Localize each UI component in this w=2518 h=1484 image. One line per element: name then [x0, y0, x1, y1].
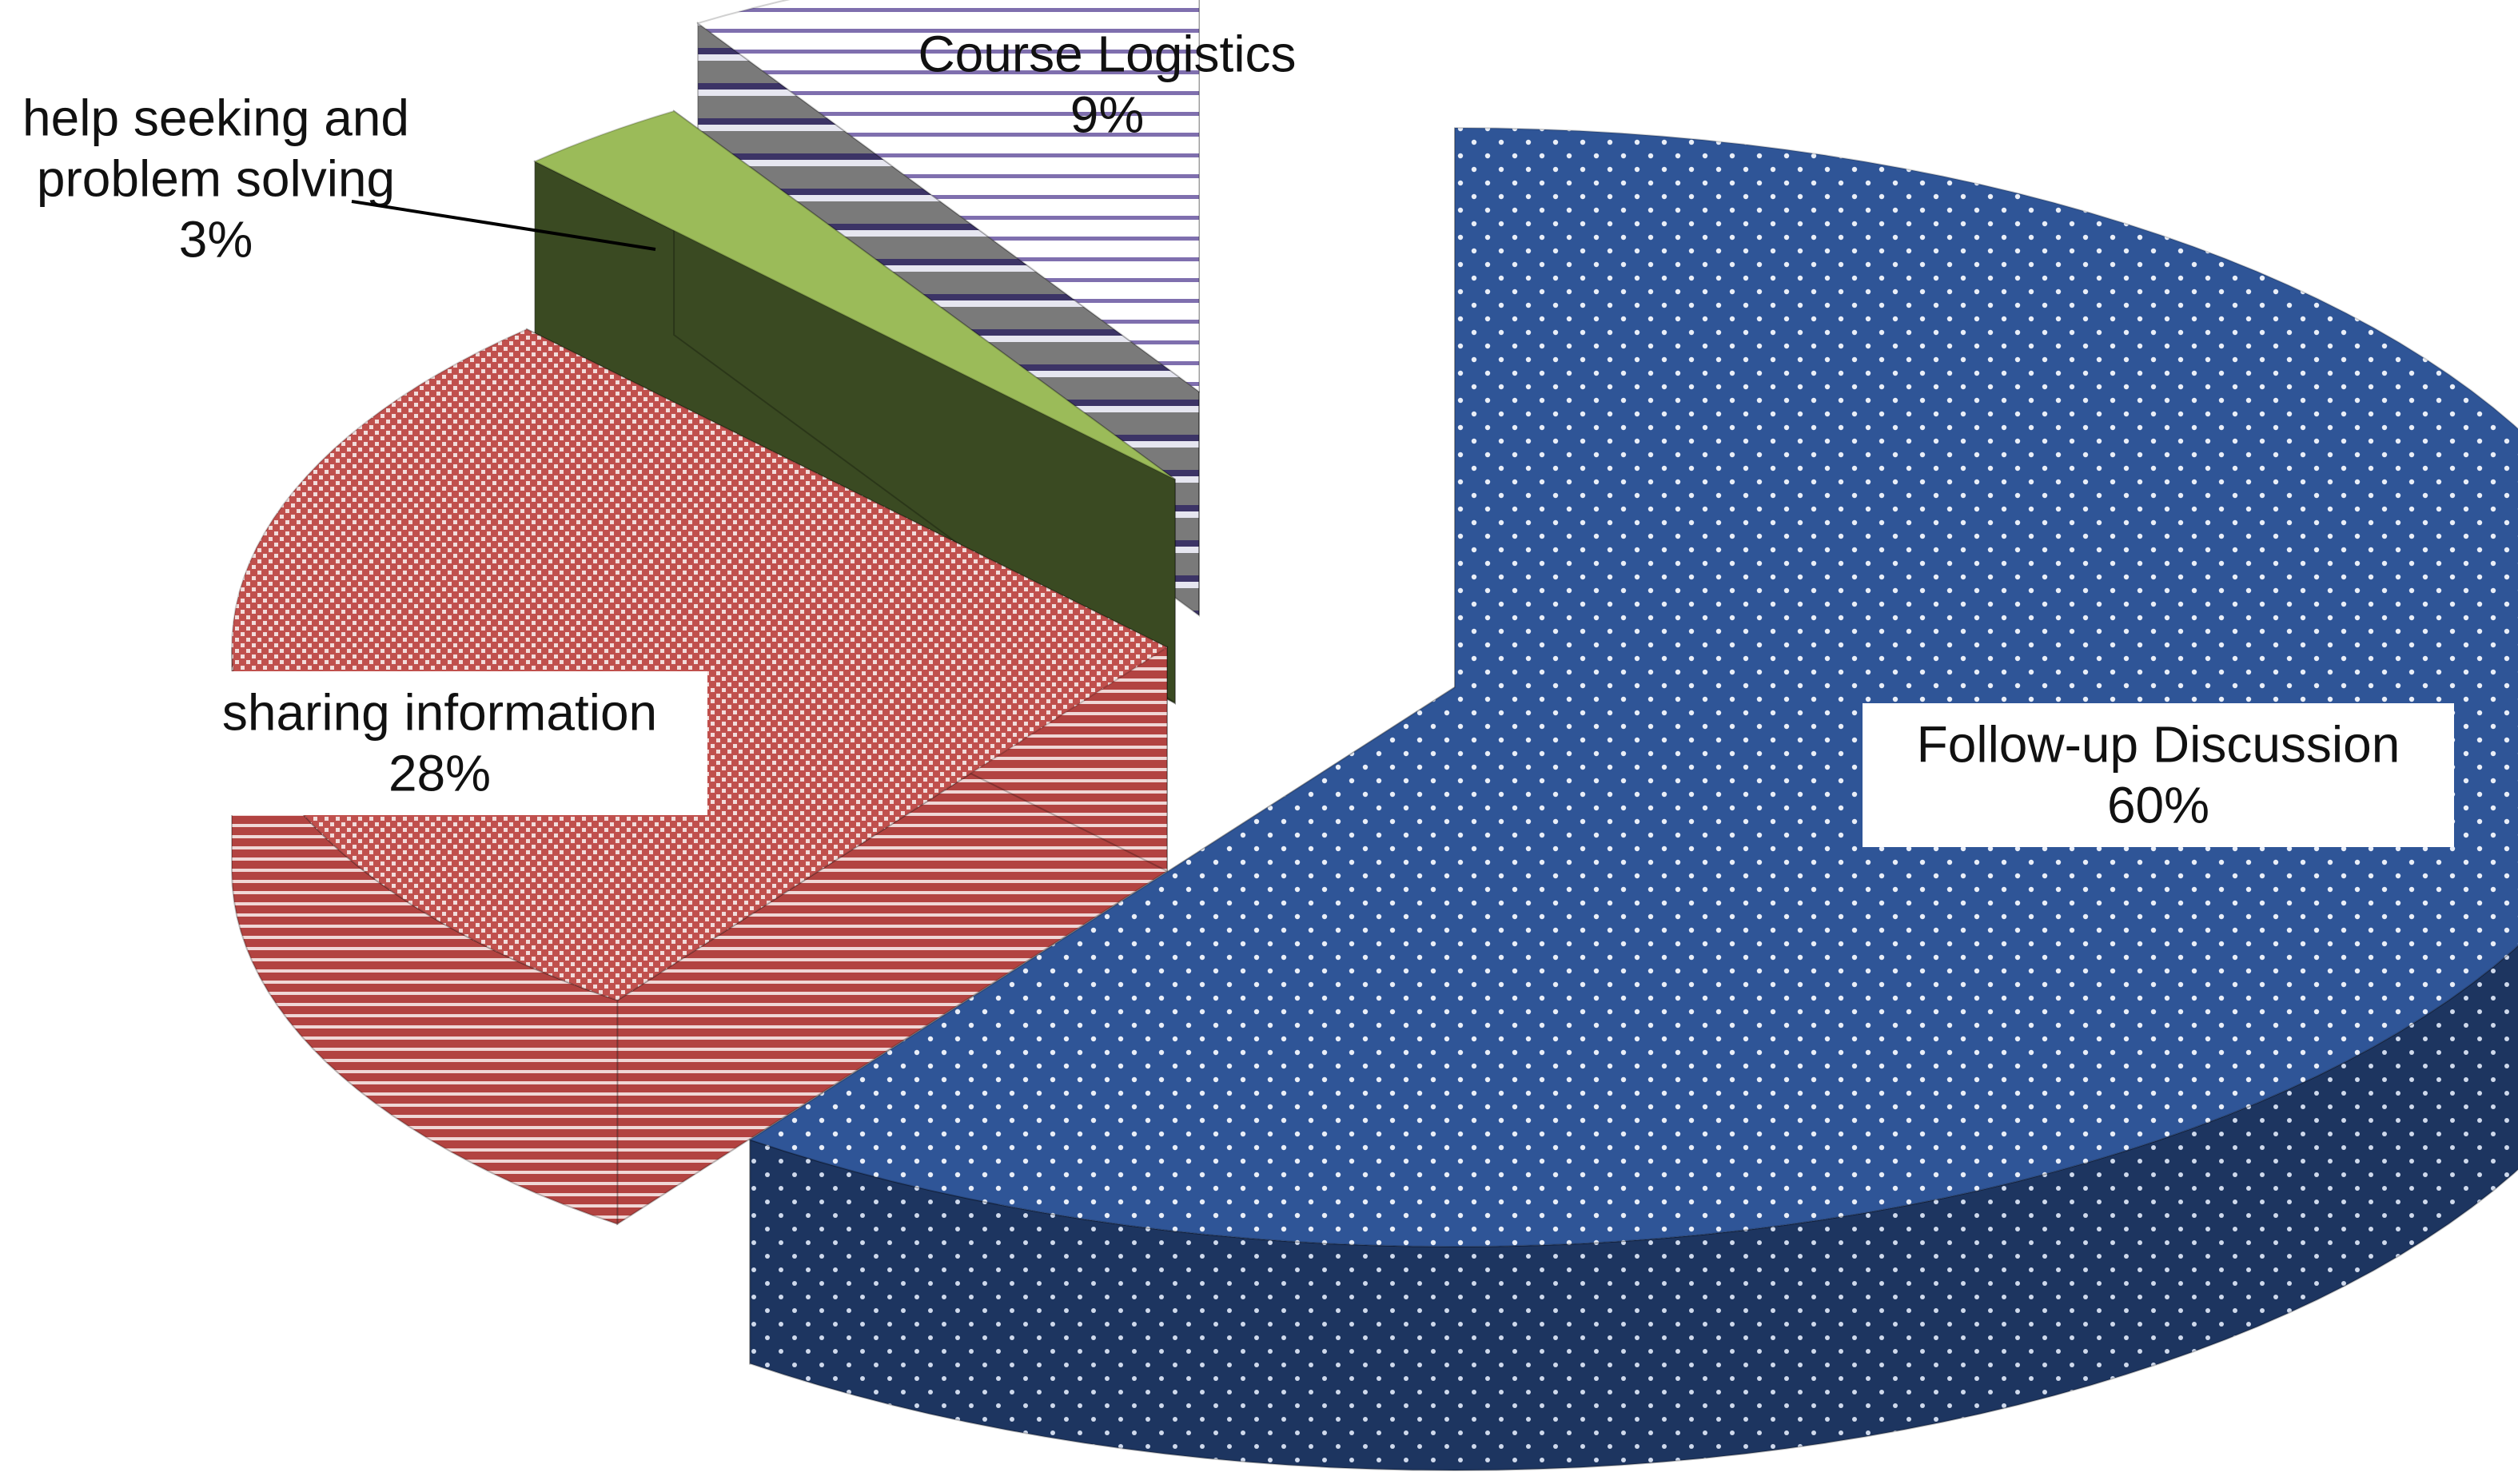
slice-name-label: sharing information [222, 683, 657, 741]
pie-slice-0 [747, 126, 2518, 1472]
slice-percent-label: 60% [2107, 776, 2209, 834]
slice-name-label: Course Logistics [918, 25, 1296, 82]
leader-line [351, 200, 656, 251]
slice-percent-label: 28% [388, 744, 491, 802]
slice-name-label: Follow-up Discussion [1917, 715, 2400, 773]
pie-slice-top-0 [747, 126, 2518, 1248]
pie-slice-side-0 [749, 945, 2518, 1472]
pie-slice-top-3 [695, 0, 1200, 393]
pie-slice-2 [532, 109, 1176, 705]
slice-name-label: help seeking and [22, 89, 409, 146]
slice-percent-label: 9% [1070, 86, 1145, 143]
pie-slice-1 [231, 328, 1169, 1226]
slice-percent-label: 3% [179, 210, 253, 268]
slice-name-label: problem solving [37, 149, 395, 207]
pie-slice-top-2 [532, 109, 1176, 480]
slice-label-box [1863, 703, 2454, 847]
slice-label-box [172, 671, 707, 815]
